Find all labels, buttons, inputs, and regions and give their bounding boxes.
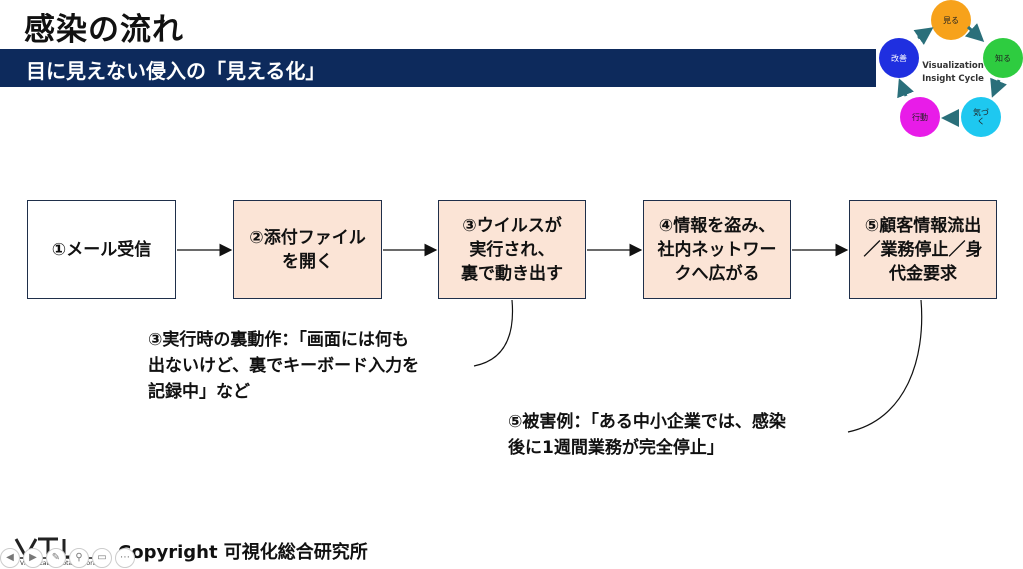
cycle-node-improve: 改善 — [879, 38, 919, 78]
step-mail-received: ①メール受信 — [27, 200, 176, 299]
cycle-node-notice: 気づ く — [961, 97, 1001, 137]
callout-line-note5 — [847, 299, 923, 433]
next-slide-icon[interactable]: ▶ — [23, 547, 43, 568]
cycle-arrow-2 — [964, 23, 985, 43]
cycle-node-know: 知る — [983, 38, 1023, 78]
cycle-arrow-5 — [897, 78, 914, 99]
step-open-attachment: ②添付ファイル を開く — [233, 200, 382, 299]
step-virus-executes: ③ウイルスが 実行され、 裏で動き出す — [438, 200, 586, 299]
note-step5-example: ⑤被害例：「ある中小企業では、感染 後に1週間業務が完全停止」 — [508, 412, 786, 458]
subtitle-bar: 目に見えない侵入の「見える化」 — [0, 49, 876, 87]
slideshow-nav-strip: ◀ ▶ ✎ ⚲ ▭ ⋯ — [0, 546, 135, 569]
copyright-text: Copyright 可視化総合研究所 — [118, 542, 368, 563]
cycle-arrow-3 — [990, 77, 1007, 98]
slide-title: 感染の流れ — [24, 12, 184, 48]
step-steal-and-spread: ④情報を盗み、 社内ネットワー クへ広がる — [643, 200, 791, 299]
note-step3-behavior: ③実行時の裏動作：「画面には何も 出ないけど、裏でキーボード入力を 記録中」など — [148, 330, 420, 402]
cycle-arrow-1 — [913, 27, 934, 45]
cycle-node-see: 見る — [931, 0, 971, 40]
step-damage: ⑤顧客情報流出 ／業務停止／身 代金要求 — [849, 200, 997, 299]
previous-slide-icon[interactable]: ◀ — [0, 547, 20, 568]
more-options-icon[interactable]: ⋯ — [115, 547, 135, 568]
cycle-node-act: 行動 — [900, 97, 940, 137]
camera-icon[interactable]: ▭ — [92, 547, 112, 568]
cycle-caption: Visualization Insight Cycle — [922, 61, 984, 84]
slide-subtitle: 目に見えない侵入の「見える化」 — [26, 59, 326, 83]
zoom-icon[interactable]: ⚲ — [69, 547, 89, 568]
pen-icon[interactable]: ✎ — [46, 547, 66, 568]
callout-line-note3 — [473, 299, 514, 367]
